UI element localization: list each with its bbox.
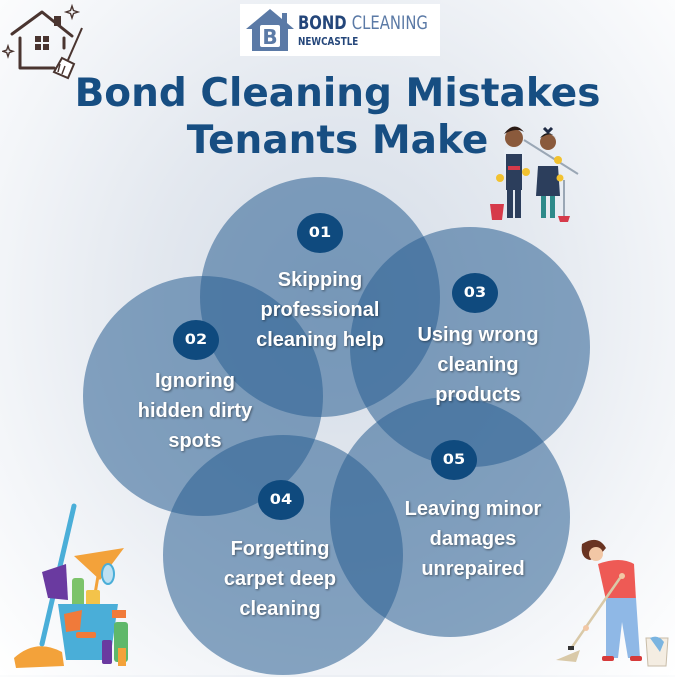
title-line-2: Tenants Make: [186, 118, 489, 163]
brand-name-bond: BOND: [298, 11, 347, 34]
number-badge-01: 01: [297, 213, 343, 253]
mistake-circle-05: [330, 397, 570, 637]
mistake-text-01: Skipping professional cleaning help: [256, 269, 384, 351]
logo-house-icon: B: [244, 7, 296, 53]
number-badge-03: 03: [452, 273, 498, 313]
brand-name-cleaning: CLEANING: [351, 11, 428, 34]
brand-logo: B BOND CLEANING NEWCASTLE: [240, 4, 440, 56]
cleaning-supplies-illustration: [6, 500, 136, 672]
brand-location: NEWCASTLE: [298, 34, 359, 48]
title-line-1: Bond Cleaning Mistakes: [74, 71, 601, 116]
cleaning-staff-illustration: [486, 120, 582, 228]
woman-mopping-illustration: [550, 534, 675, 672]
house-broom-icon: [0, 2, 86, 80]
mistake-text-04: Forgetting carpet deep cleaning: [223, 538, 337, 620]
number-badge-04: 04: [258, 480, 304, 520]
page-title: Bond Cleaning Mistakes Tenants Make: [0, 70, 675, 164]
number-badge-02: 02: [173, 320, 219, 360]
mistake-text-05: Leaving minor damages unrepaired: [404, 498, 542, 580]
number-badge-05: 05: [431, 440, 477, 480]
mistake-text-03: Using wrong cleaning products: [417, 324, 539, 406]
logo-letter: B: [262, 25, 277, 49]
mistake-text-02: Ignoring hidden dirty spots: [137, 370, 253, 452]
